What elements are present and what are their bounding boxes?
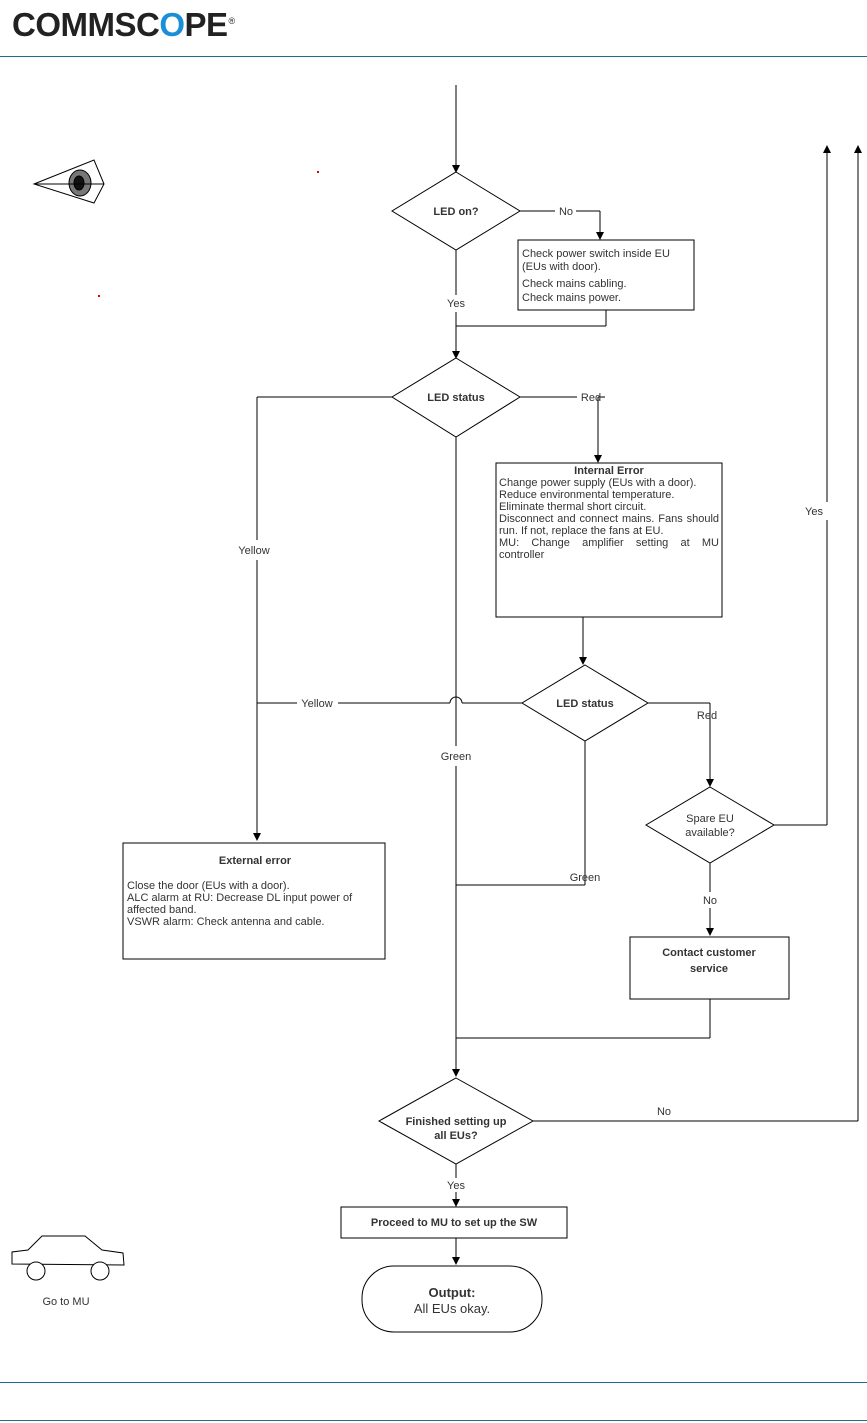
branch-label-yellow: Yellow (238, 545, 269, 557)
external-error-text: External error Close the door (EUs with … (127, 855, 383, 928)
proceed-mu-label: Proceed to MU to set up the SW (371, 1217, 538, 1229)
decision-led-status-2 (521, 664, 649, 742)
check-power-line: Check mains power. (522, 292, 621, 304)
branch-label-no: No (657, 1106, 671, 1118)
check-power-line: Check power switch inside EU (522, 248, 670, 260)
branch-label-green: Green (570, 872, 601, 884)
internal-error-line: Reduce environmental temperature. (499, 489, 675, 501)
decision-led-on-label: LED on? (433, 206, 478, 218)
box-internal-error (495, 462, 723, 618)
internal-error-text: Internal Error Change power supply (EUs … (499, 465, 719, 561)
box-proceed-mu (340, 1206, 568, 1239)
branch-label-green: Green (441, 751, 472, 763)
branch-label-no: No (703, 895, 717, 907)
external-error-line: ALC alarm at RU: Decrease DL input power… (127, 892, 353, 916)
branch-label-red: Red (697, 710, 717, 722)
output-text: All EUs okay. (414, 1301, 490, 1316)
contact-service-label: Contact customer (662, 947, 756, 959)
go-to-mu-label: Go to MU (42, 1296, 89, 1308)
branch-label-no: No (559, 206, 573, 218)
decision-finished-label: Finished setting up (406, 1116, 507, 1128)
footer-rule-top (0, 1382, 867, 1383)
decision-led-status-1 (391, 357, 521, 438)
red-dot-marker (317, 171, 319, 173)
decision-led-status-label: LED status (556, 698, 613, 710)
decision-led-status-label: LED status (427, 392, 484, 404)
decision-spare-eu (645, 786, 775, 864)
output-title: Output: (429, 1285, 476, 1300)
connector-lines (253, 85, 862, 1265)
decision-finished-label: all EUs? (434, 1130, 478, 1142)
check-power-line: (EUs with door). (522, 261, 601, 273)
branch-label-yes: Yes (447, 298, 465, 310)
branch-label-yes: Yes (447, 1180, 465, 1192)
decision-spare-eu-label: available? (685, 827, 735, 839)
commscope-logo: COMMSCOPE® (12, 6, 235, 43)
internal-error-line: Change power supply (EUs with a door). (499, 477, 697, 489)
branch-label-yellow: Yellow (301, 698, 332, 710)
footer-rule-bottom (0, 1420, 867, 1421)
branch-label-yes: Yes (805, 506, 823, 518)
external-error-line: Close the door (EUs with a door). (127, 880, 290, 892)
internal-error-line: Disconnect and connect mains. Fans shoul… (499, 513, 719, 537)
branch-label-red: Red (581, 392, 601, 404)
eye-icon (32, 159, 105, 204)
decision-led-on (391, 171, 521, 251)
box-check-power (517, 239, 695, 311)
header-rule (0, 56, 867, 57)
red-dot-marker (98, 295, 100, 297)
box-contact-service (629, 936, 790, 1000)
external-error-line: VSWR alarm: Check antenna and cable. (127, 916, 325, 928)
internal-error-line: Eliminate thermal short circuit. (499, 501, 647, 513)
external-error-title: External error (218, 855, 292, 867)
decision-finished (377, 1077, 535, 1165)
terminal-output (361, 1265, 543, 1333)
check-power-line: Check mains cabling. (522, 278, 627, 290)
contact-service-label: service (690, 963, 728, 975)
box-external-error (122, 842, 386, 960)
internal-error-line: MU: Change amplifier setting at MU contr… (499, 537, 719, 561)
car-icon (11, 1235, 125, 1281)
decision-spare-eu-label: Spare EU (686, 813, 734, 825)
internal-error-title: Internal Error (574, 465, 644, 477)
